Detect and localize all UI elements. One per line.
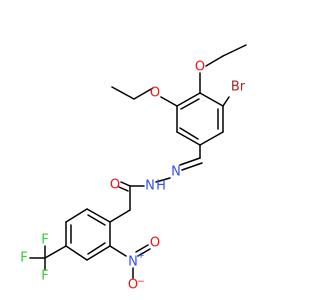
bond-ring2-f-inner: [87, 214, 106, 226]
atom-o-ethoxy-lower: O: [150, 86, 160, 101]
bond-ring-o-lower: [160, 96, 178, 107]
bond-co-o-1: [120, 181, 131, 187]
bonds: [29, 44, 247, 279]
bond-ring-cf3: [44, 245, 67, 259]
atom-f-left: F: [20, 251, 27, 266]
molecule-structure-diagram: O O Br N N H O N + O O − F F F: [20, 44, 247, 293]
atom-n-nitro-charge: +: [137, 251, 145, 261]
atom-labels: O O Br N N H O N + O O − F F F: [20, 60, 246, 293]
atom-f-bottom: F: [41, 269, 48, 284]
bond-ring-nitro-n: [109, 245, 127, 257]
atom-o-nitro-charge: −: [137, 277, 145, 287]
bond-ring1-a: [199, 92, 224, 107]
bond-ring1-c: [199, 131, 224, 146]
bond-n-n: [155, 177, 171, 183]
bond-nitro-o-up-1: [135, 244, 149, 253]
bond-ring1-f-inner: [180, 98, 200, 110]
bond-ch-n-2: [181, 162, 203, 171]
bond-ring2-c: [65, 245, 88, 261]
bond-ethyl-ch2-o-upper: [205, 55, 224, 67]
bond-ring2-e: [65, 208, 88, 223]
bond-ch-n-1: [179, 157, 201, 166]
bond-ring2-f: [86, 208, 111, 223]
atom-n-nitro: N: [128, 255, 138, 270]
bond-ring-br: [222, 96, 230, 107]
atom-n-imine: N: [171, 165, 181, 180]
bond-ethyl-ch3-ch2-upper: [222, 44, 247, 57]
bond-ring1-d-inner: [179, 127, 199, 140]
bond-ch2-ring: [109, 209, 131, 223]
atom-n-hydrazide: N: [145, 179, 155, 194]
atom-h-hydrazide: H: [156, 179, 166, 194]
atom-o-nitro-upper: O: [150, 236, 160, 251]
bond-ring1-d: [176, 131, 201, 146]
bond-ring2-b: [86, 245, 111, 261]
bond-ring2-b-inner: [87, 242, 106, 255]
atom-f-top: F: [41, 233, 48, 248]
atom-o-nitro-lower: O: [128, 278, 138, 293]
atom-o-carbonyl: O: [110, 178, 120, 193]
bond-o-ch2-lower: [133, 87, 154, 100]
bond-nitro-o-up-2: [137, 248, 151, 257]
bond-ch2-ch3-lower: [111, 86, 135, 100]
atom-br: Br: [231, 80, 246, 95]
atom-o-ethoxy-upper: O: [195, 60, 205, 75]
bond-co-o-2: [118, 186, 129, 192]
bond-ring1-f: [176, 92, 201, 107]
